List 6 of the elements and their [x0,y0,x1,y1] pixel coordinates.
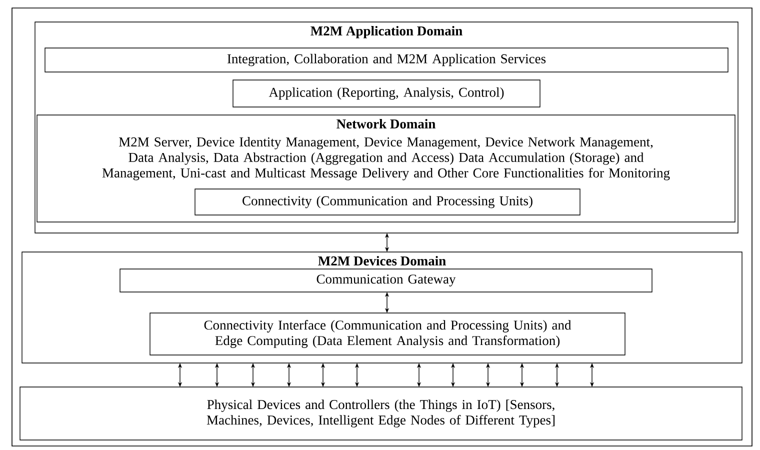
layer-box: Communication Gateway [120,268,652,292]
layer-box: Connectivity (Communication and Processing Units) [194,188,580,216]
layer-box: Application (Reporting, Analysis, Control) [232,80,540,108]
layer-box: Physical Devices and Controllers (the Things in IoT) [Sensors, Machines, Devices, Intelligent Edge Nodes of Different Types] [20,386,742,440]
layer-box: Integration, Collaboration and M2M Application Services [44,48,728,72]
layer-box: Connectivity Interface (Communication and Processing Units) and Edge Computing (Data Element Analysis and Transformation) [150,312,626,356]
